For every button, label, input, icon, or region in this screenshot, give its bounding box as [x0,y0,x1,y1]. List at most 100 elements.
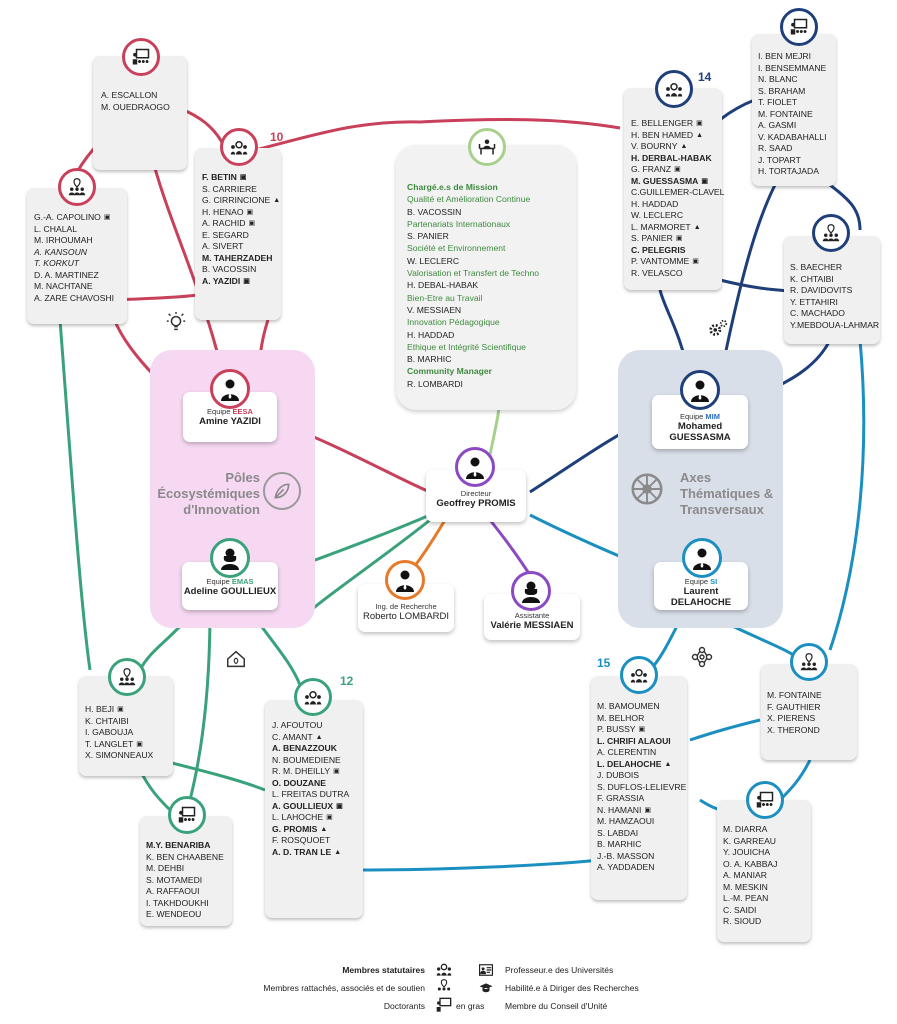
member-name: S. LABDAI [597,827,639,838]
presentation-icon [780,8,818,46]
member-name: R. M. DHEILLY▣ [272,766,340,776]
mission-topic: Partenariats Internationaux [407,218,511,229]
member-name: J. AFOUTOU [272,720,323,730]
gear-icon [707,318,729,345]
mission-topic: Bien-Etre au Travail [407,292,483,303]
wire [829,183,862,231]
member-name: K. GARREAU [723,835,777,846]
legend-council: Membre du Conseil d'Unité [505,1001,608,1011]
member-name: A. CLERENTIN [597,747,657,757]
mission-person: R. LOMBARDI [407,378,463,389]
member-name: J.-B. MASSON [597,850,655,861]
leader-name: Laurent DELAHOCHE [670,586,732,608]
graduation-cap-icon: ▲ [334,848,342,856]
member-name: R. VELASCO [631,267,683,278]
member-name: F. GAUTHIER [767,701,821,712]
member-name: A. BENAZZOUK [272,743,337,753]
team-icon [220,128,258,166]
presentation-icon [436,997,452,1015]
mim-members-card: E. BELLENGER▣H. BEN HAMED▲V. BOURNY▲H. D… [624,88,724,290]
graduation-cap-icon [478,981,494,997]
member-name: F. BETIN▣ [202,172,247,182]
graduation-cap-icon: ▲ [664,760,672,768]
member-name: S. PANIER▣ [631,233,683,243]
wire [689,718,761,742]
member-name: R. SIOUD [723,916,762,926]
professor-badge-icon: ▣ [701,177,708,185]
member-name: I. GABOUJA [85,727,134,737]
mission-person: H. DEBAL-HABAK [407,280,479,291]
graduation-cap-icon: ▲ [696,131,704,139]
member-name: B. VACOSSIN [202,264,257,274]
person-icon [385,560,425,600]
mission-person: H. HADDAD [407,329,455,340]
mission-person: B. MARHIC [407,354,452,365]
mission-topic: Innovation Pédagogique [407,317,500,328]
mim-count: 14 [698,70,712,84]
member-name: I. TAKHDOUKHI [146,897,209,908]
member-name: M. DIARRA [723,824,768,834]
team-icon [620,656,658,694]
member-name: I. BENSEMMANE [758,62,827,73]
desk-icon [468,128,506,166]
professor-badge-icon: ▣ [239,174,247,181]
member-name: P. BUSSY▣ [597,724,646,734]
member-name: H. TORTAJADA [758,166,819,176]
mission-heading: Community Manager [407,366,492,377]
member-name: A. GASMI [758,120,797,130]
member-name: Y.MEBDOUA-LAHMAR [790,319,880,330]
member-name: K. CHTAIBI [85,715,129,726]
member-name: A. YAZIDI▣ [202,275,250,286]
professor-badge-icon: ▣ [644,806,652,814]
member-name: M. OUEDRAOGO [101,101,170,112]
member-name: R. DAVIDOVITS [790,285,853,295]
wire [828,339,866,651]
leader-name: Amine YAZIDI [199,416,261,427]
member-name: B. MARHIC [597,839,642,849]
member-name: G. FRANZ▣ [631,164,681,174]
director-role: Directeur [460,489,492,498]
team-prefix: Equipe [679,412,704,421]
member-name: L. FREITAS DUTRA [272,789,350,799]
thematic-zone-label: Axes Thématiques & Transversaux [680,470,774,517]
team-prefix: Equipe [206,577,230,586]
member-name: A. ZARE CHAVOSHI [34,292,115,303]
member-name: S. MOTAMEDI [146,874,203,885]
member-name: H. BEN HAMED▲ [631,129,704,140]
member-name: L. DELAHOCHE▲ [597,758,672,769]
professor-badge-icon: ▣ [638,726,646,733]
director-name: Geoffrey PROMIS [436,498,516,509]
member-name: Y. JOUICHA [723,847,771,857]
mission-person: V. MESSIAEN [407,304,462,315]
legend-statutory: Membres statutaires [342,965,425,975]
member-name: V. BOURNY▲ [631,141,688,151]
network-icon [690,645,714,674]
mission-topic: Qualité et Amélioration Continue [407,194,531,205]
member-name: Y. ETTAHIRI [790,296,838,307]
member-name: L.-M. PEAN [723,893,769,903]
professor-badge-icon: ▣ [326,814,333,821]
person-icon [682,538,722,578]
presentation-icon [168,796,206,834]
member-name: L. MARMORET▲ [631,221,701,232]
member-name: N. BLANC [758,74,798,84]
graduation-cap-icon: ▲ [680,143,688,150]
location-group-icon [108,658,146,696]
member-name: T. KORKUT [34,258,80,268]
professor-badge-icon: ▣ [136,740,143,748]
member-name: H. BEJI▣ [85,704,124,714]
member-name: M. TAHERZADEH [202,252,273,263]
member-name: S. BRAHAM [758,85,806,96]
member-name: A. RAFFAOUI [146,886,200,896]
team-code: EMAS [231,577,254,586]
member-name: H. HENAO▣ [202,206,254,217]
legend: Membres statutaires Membres rattachés, a… [0,960,897,1020]
professor-badge-icon: ▣ [692,258,699,265]
member-name: G. PROMIS▲ [272,823,328,834]
location-group-icon [790,643,828,681]
